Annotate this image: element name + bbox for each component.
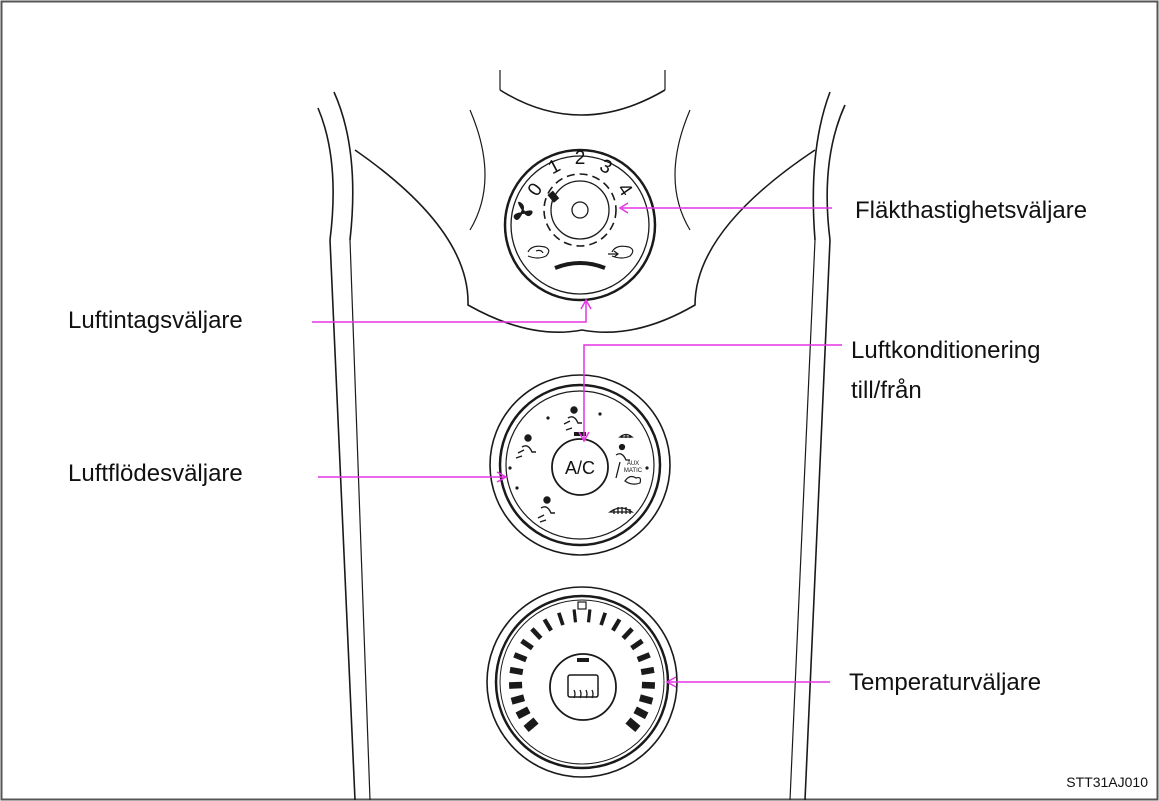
arrow-air-intake — [580, 298, 592, 310]
temperature-tick — [510, 694, 526, 705]
temperature-tick — [530, 627, 543, 641]
windshield-defrost-icon — [607, 507, 635, 514]
temperature-tick — [640, 666, 655, 676]
recirculate-air-icon — [527, 245, 550, 259]
floor-vent-icon — [537, 496, 555, 523]
fresh-air-icon — [608, 245, 634, 259]
mode-position-dots — [508, 412, 649, 490]
temperature-tick — [630, 638, 644, 651]
temperature-tick — [523, 717, 539, 732]
arrow-fan-speed — [618, 202, 629, 214]
temperature-tick — [513, 652, 528, 663]
temp-center-mark — [577, 601, 587, 610]
temperature-dial[interactable] — [486, 586, 678, 778]
floor-defrost-icon — [615, 433, 634, 461]
label-temperature-selector: Temperaturväljare — [849, 669, 1041, 696]
temperature-tick — [621, 627, 634, 641]
fan-speed-dial[interactable]: 0 1 2 3 4 — [503, 148, 657, 302]
arrow-airflow — [496, 471, 508, 483]
temperature-tick — [638, 694, 654, 705]
label-ac-line2: till/från — [851, 377, 922, 404]
label-fan-speed-selector: Fläkthastighetsväljare — [855, 197, 1087, 224]
temperature-tick — [508, 681, 523, 689]
callout-ac — [583, 344, 842, 440]
temperature-tick — [641, 681, 656, 689]
temperature-tick — [599, 612, 607, 626]
temperature-tick — [515, 706, 531, 720]
label-airflow-selector: Luftflödesväljare — [68, 460, 243, 487]
callout-lines — [312, 202, 842, 688]
fan-icon — [513, 201, 533, 220]
face-vent-icon — [515, 434, 536, 459]
label-air-intake-selector: Luftintagsväljare — [68, 307, 243, 334]
center-console-outline — [317, 70, 846, 801]
figure-code: STT31AJ010 — [1066, 774, 1148, 790]
airflow-mode-dial[interactable]: A/C AUX MATIC — [489, 374, 671, 556]
temperature-tick — [633, 706, 649, 720]
bi-level-vent-icon — [563, 406, 582, 431]
air-intake-lever[interactable] — [554, 261, 606, 270]
label-ac-line1: Luftkonditionering — [851, 337, 1040, 364]
temperature-tick — [509, 666, 524, 676]
temperature-tick — [611, 618, 622, 632]
temperature-tick — [625, 717, 641, 732]
auto-defog-icon: AUX MATIC — [615, 461, 643, 485]
rear-defogger-indicator — [577, 658, 589, 662]
temperature-tick — [557, 612, 565, 626]
callout-air-intake — [312, 302, 587, 323]
temperature-tick — [636, 652, 651, 663]
knob-pointer — [547, 190, 560, 203]
arrow-temperature — [665, 676, 677, 688]
arrow-ac — [578, 431, 590, 443]
auto-text-1: AUX — [627, 461, 639, 467]
ac-button-label: A/C — [565, 458, 595, 478]
rear-defogger-icon — [567, 674, 599, 698]
ac-button[interactable]: A/C — [551, 438, 609, 496]
temperature-tick — [542, 618, 553, 632]
temperature-tick — [586, 609, 592, 623]
auto-text-2: MATIC — [624, 468, 643, 474]
rear-defogger-button[interactable] — [549, 653, 617, 721]
temperature-tick — [520, 638, 534, 651]
temperature-tick — [572, 609, 578, 623]
fan-speed-2: 2 — [575, 148, 586, 169]
fan-speed-knob[interactable] — [543, 173, 617, 247]
temperature-scale — [508, 609, 656, 732]
